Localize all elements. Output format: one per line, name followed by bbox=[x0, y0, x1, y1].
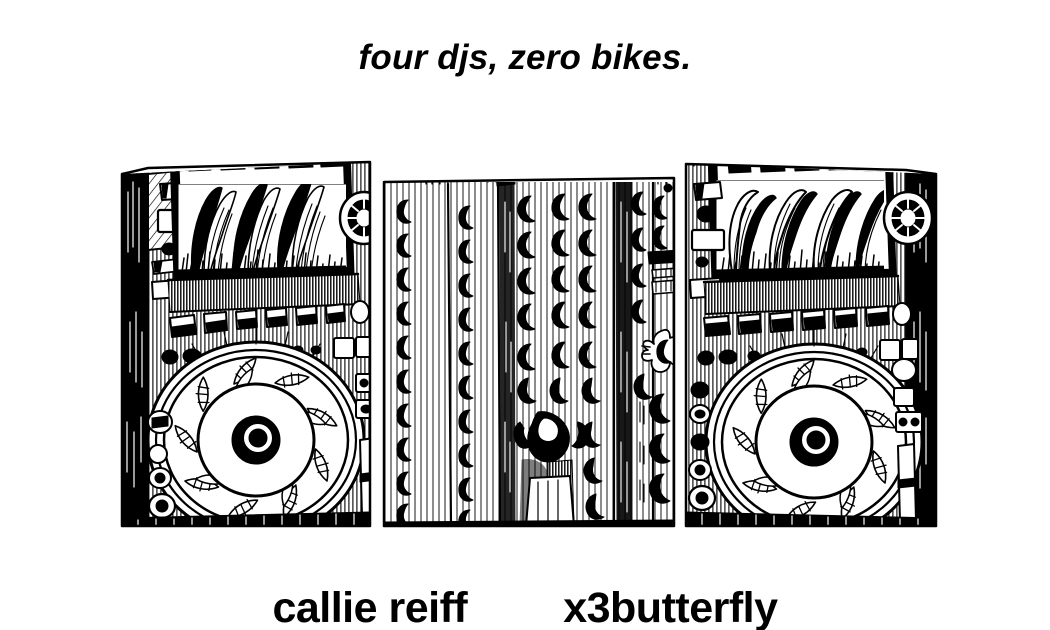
page-title: four djs, zero bikes. bbox=[358, 38, 692, 77]
mixer-master-knob bbox=[641, 328, 674, 373]
credits-row: callie reiff x3butterfly bbox=[0, 586, 1050, 630]
dj-equipment-svg bbox=[120, 160, 938, 528]
rotary-selector-right bbox=[882, 190, 934, 246]
right-cdj-deck bbox=[686, 164, 936, 526]
left-cdj-deck bbox=[122, 162, 370, 526]
mixer-knob-grid bbox=[513, 191, 653, 526]
dj-equipment-illustration bbox=[108, 122, 948, 532]
rotary-selector-left bbox=[338, 190, 370, 246]
jog-wheel-right bbox=[704, 342, 924, 526]
artist-name-x3butterfly: x3butterfly bbox=[563, 586, 778, 630]
artist-name-callie-reiff: callie reiff bbox=[272, 586, 468, 630]
center-mixer bbox=[384, 182, 674, 526]
mixer-knob-column-1 bbox=[396, 199, 412, 526]
mixer-knob-column-2 bbox=[458, 205, 474, 526]
jog-wheel-left bbox=[146, 340, 366, 526]
mixer-right-column bbox=[639, 183, 674, 504]
